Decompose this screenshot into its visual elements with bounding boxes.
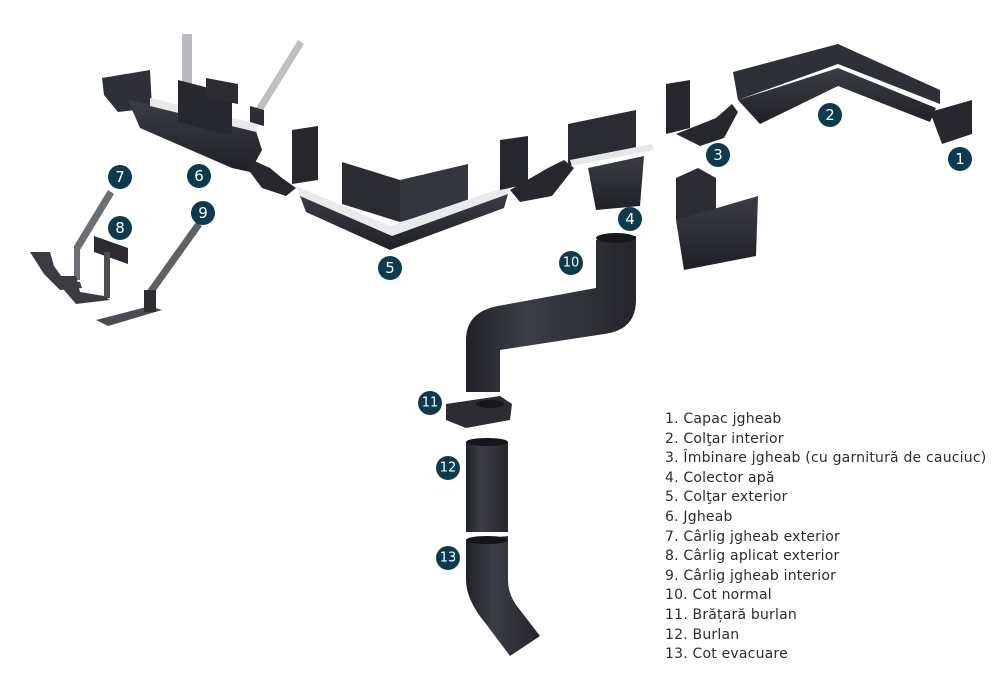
- badge-1: 1: [948, 147, 972, 171]
- legend-item: 8. Cârlig aplicat exterior: [665, 548, 840, 565]
- part-burlan: [466, 438, 508, 532]
- legend-item: 6. Jgheab: [665, 508, 733, 525]
- part-jgheab: [102, 34, 304, 172]
- badge-8-label: 8: [115, 219, 125, 237]
- badge-7: 7: [108, 165, 132, 189]
- part-carlig-jgheab-exterior: [30, 190, 114, 290]
- part-colector-apa: [676, 168, 758, 270]
- badge-10-label: 10: [563, 256, 580, 271]
- badge-13: 13: [436, 546, 460, 570]
- part-capac-jgheab: [930, 100, 972, 144]
- badge-4: 4: [618, 207, 642, 231]
- badge-11-label: 11: [422, 396, 439, 411]
- badge-5: 5: [378, 256, 402, 280]
- badge-11: 11: [418, 391, 442, 415]
- badge-6: 6: [187, 164, 211, 188]
- part-cot-evacuare: [466, 536, 540, 656]
- part-joint-center: [500, 110, 654, 210]
- badge-12-label: 12: [440, 461, 457, 476]
- badge-1-label: 1: [955, 150, 965, 168]
- legend-item: 5. Colţar exterior: [665, 489, 788, 506]
- legend-item: 1. Capac jgheab: [665, 411, 782, 427]
- badge-7-label: 7: [115, 168, 125, 186]
- badge-13-label: 13: [440, 551, 457, 566]
- part-joint-left: [248, 126, 318, 196]
- badge-12: 12: [436, 456, 460, 480]
- part-carlig-aplicat-exterior: [60, 236, 128, 304]
- badge-6-label: 6: [194, 167, 204, 185]
- legend-item: 13. Cot evacuare: [665, 646, 788, 663]
- badge-3-label: 3: [713, 146, 723, 164]
- badge-4-label: 4: [625, 210, 635, 228]
- legend-item: 11. Brățară burlan: [665, 606, 797, 623]
- legend-item: 4. Colector apă: [665, 469, 775, 486]
- badge-10: 10: [559, 251, 583, 275]
- part-carlig-jgheab-interior: [96, 222, 202, 326]
- legend-item: 10. Cot normal: [665, 587, 772, 604]
- badge-3: 3: [706, 143, 730, 167]
- part-coltar-interior: [733, 44, 940, 124]
- legend-item: 12. Burlan: [665, 626, 740, 643]
- badge-2: 2: [818, 103, 842, 127]
- legend-item: 9. Cârlig jgheab interior: [665, 567, 837, 584]
- badge-9: 9: [191, 201, 215, 225]
- badge-5-label: 5: [385, 259, 395, 277]
- badge-9-label: 9: [198, 204, 208, 222]
- parts-legend: 1. Capac jgheab 2. Colţar interior 3. Îm…: [665, 410, 986, 665]
- badge-2-label: 2: [825, 106, 835, 124]
- part-coltar-exterior: [296, 162, 508, 250]
- part-cot-normal: [466, 233, 636, 392]
- legend-item: 2. Colţar interior: [665, 430, 784, 447]
- legend-item: 3. Îmbinare jgheab (cu garnitură de cauc…: [665, 450, 987, 467]
- legend-item: 7. Cârlig jgheab exterior: [665, 528, 840, 545]
- badge-8: 8: [108, 216, 132, 240]
- part-imbinare-jgheab: [666, 80, 738, 146]
- part-bratara-burlan: [446, 396, 512, 428]
